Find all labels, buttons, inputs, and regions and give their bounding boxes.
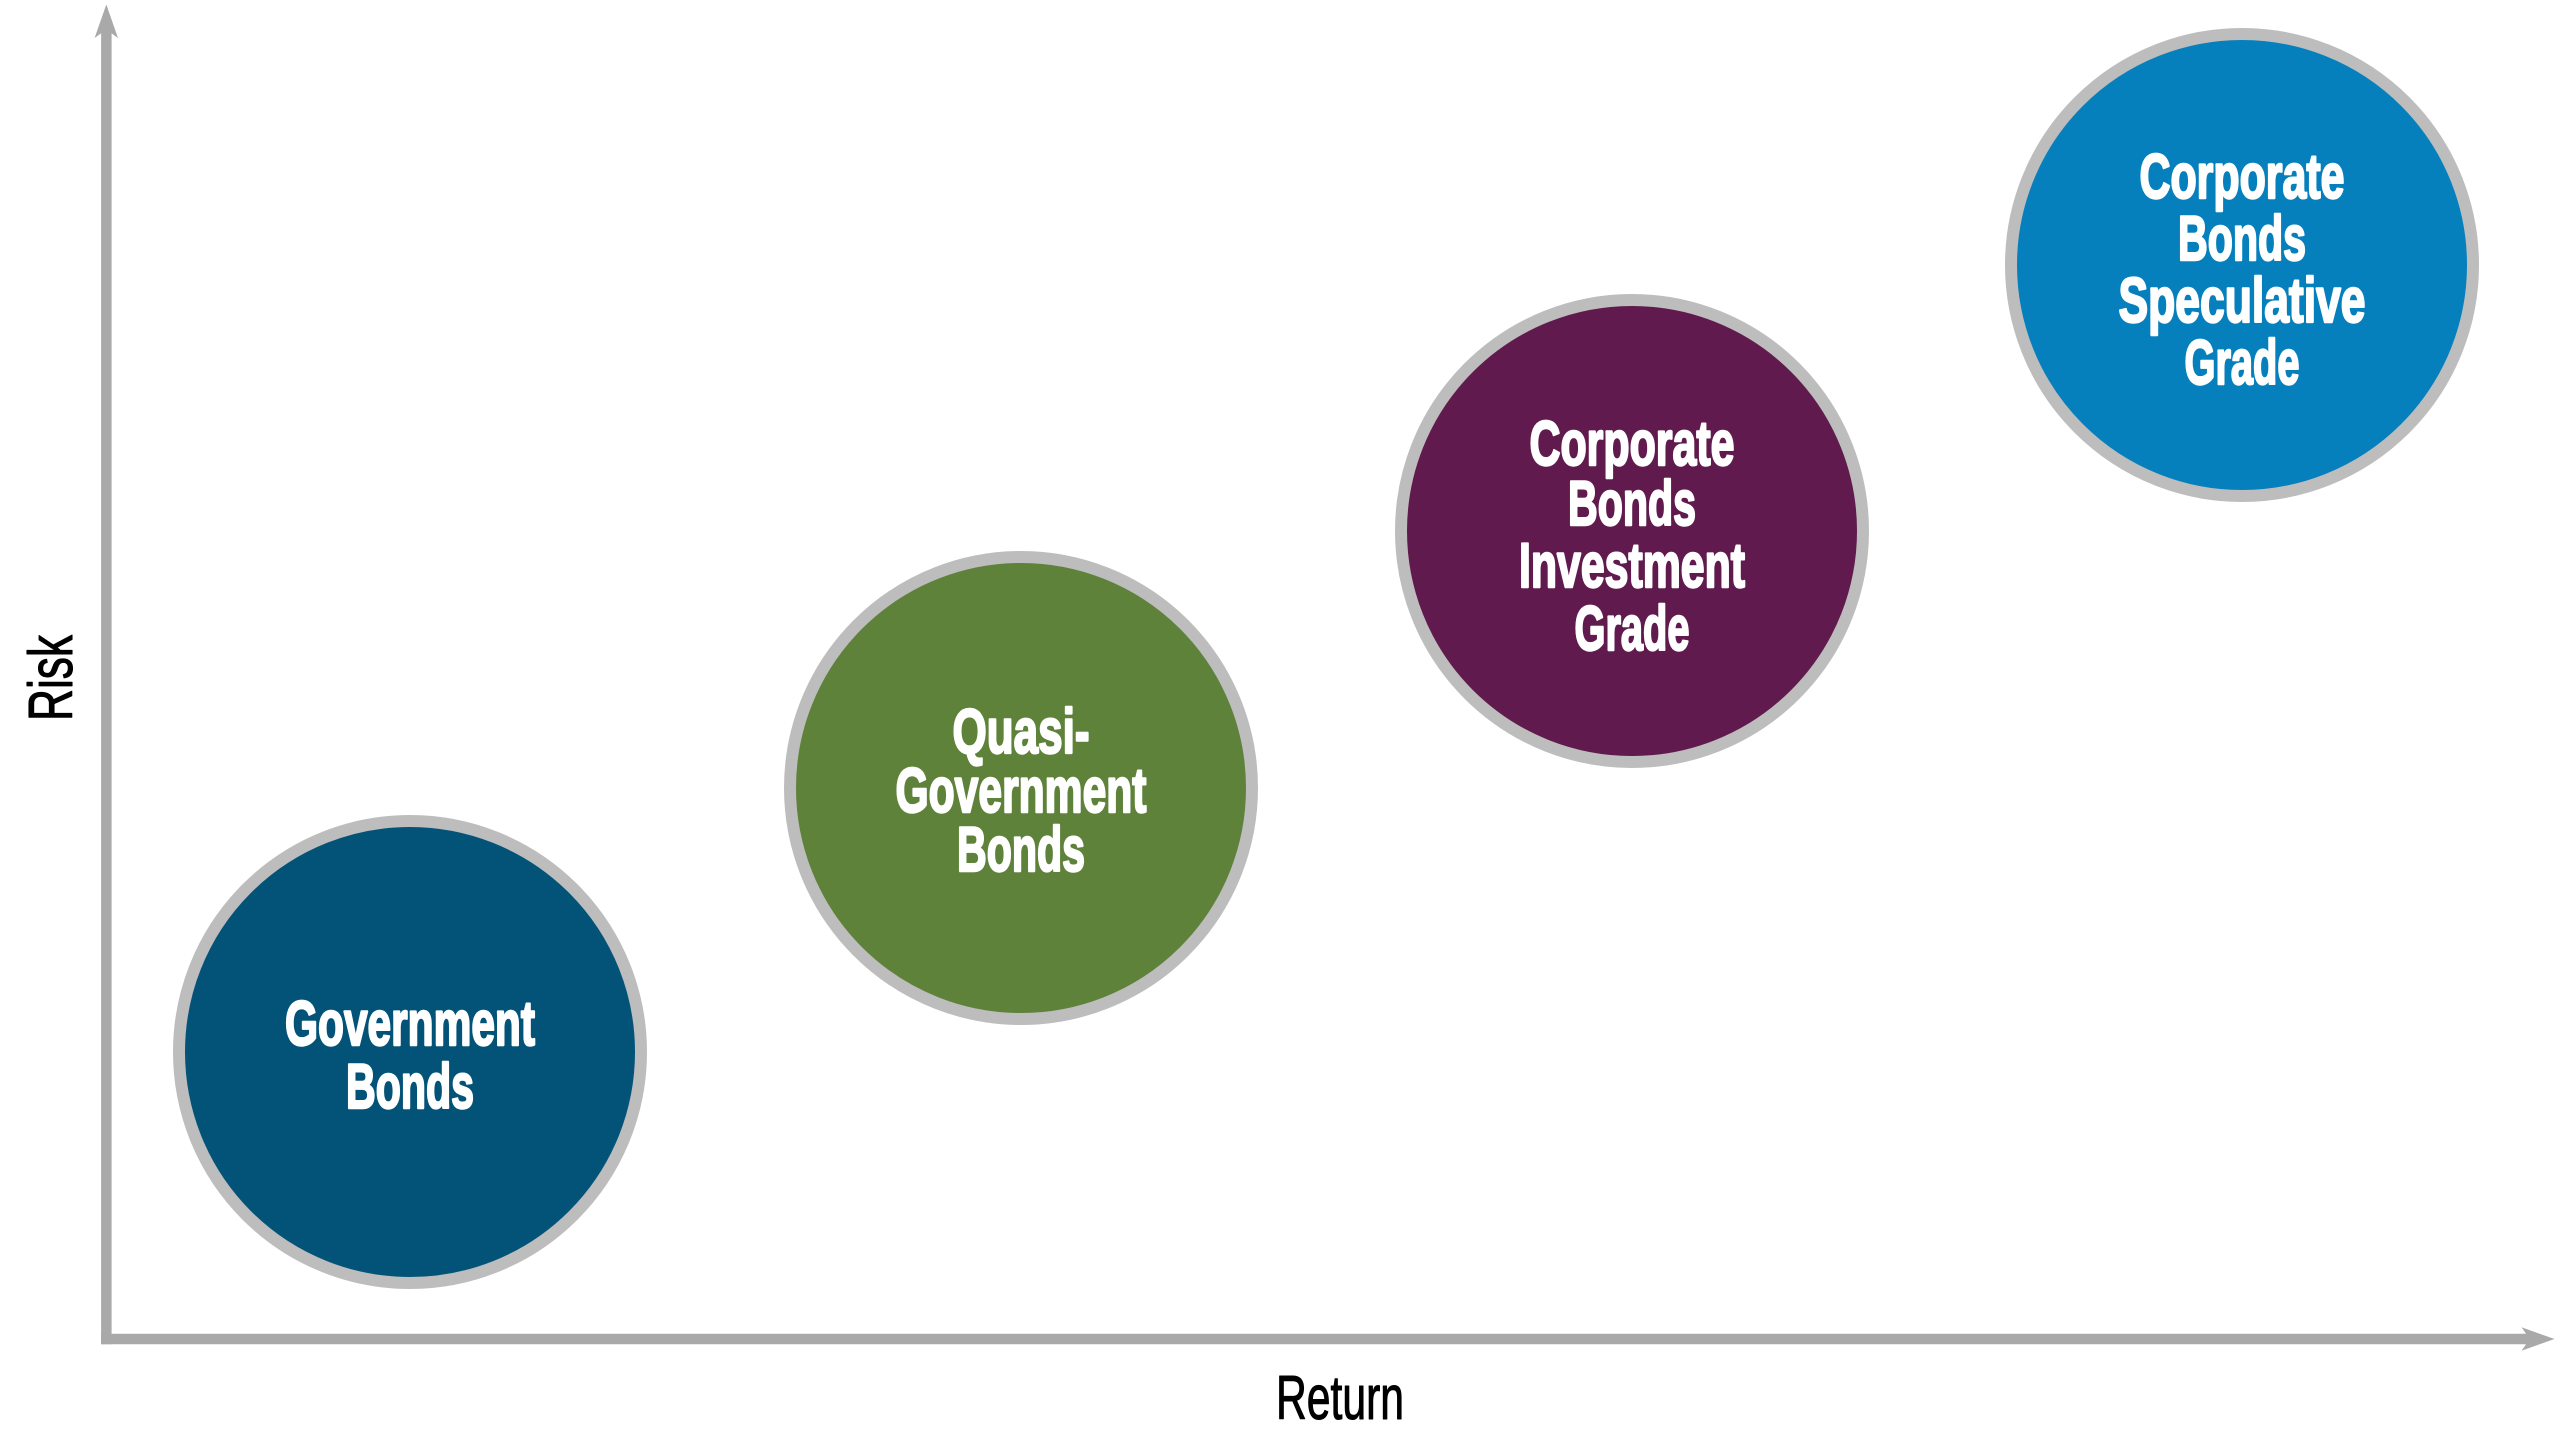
svg-text:Corporate: Corporate bbox=[2140, 142, 2345, 212]
svg-text:Grade: Grade bbox=[1575, 594, 1690, 664]
svg-text:Investment: Investment bbox=[1519, 531, 1745, 601]
svg-text:Government: Government bbox=[896, 756, 1147, 826]
svg-text:Speculative: Speculative bbox=[2119, 266, 2366, 336]
svg-text:Government: Government bbox=[285, 989, 535, 1059]
svg-text:Return: Return bbox=[1276, 1364, 1404, 1433]
svg-text:Risk: Risk bbox=[17, 634, 86, 721]
svg-text:Bonds: Bonds bbox=[2178, 204, 2306, 274]
svg-text:Grade: Grade bbox=[2185, 328, 2300, 398]
svg-text:Bonds: Bonds bbox=[346, 1052, 474, 1122]
svg-text:Quasi-: Quasi- bbox=[953, 697, 1090, 767]
svg-text:Bonds: Bonds bbox=[957, 815, 1085, 885]
svg-text:Corporate: Corporate bbox=[1530, 409, 1735, 479]
svg-text:Bonds: Bonds bbox=[1568, 469, 1696, 539]
